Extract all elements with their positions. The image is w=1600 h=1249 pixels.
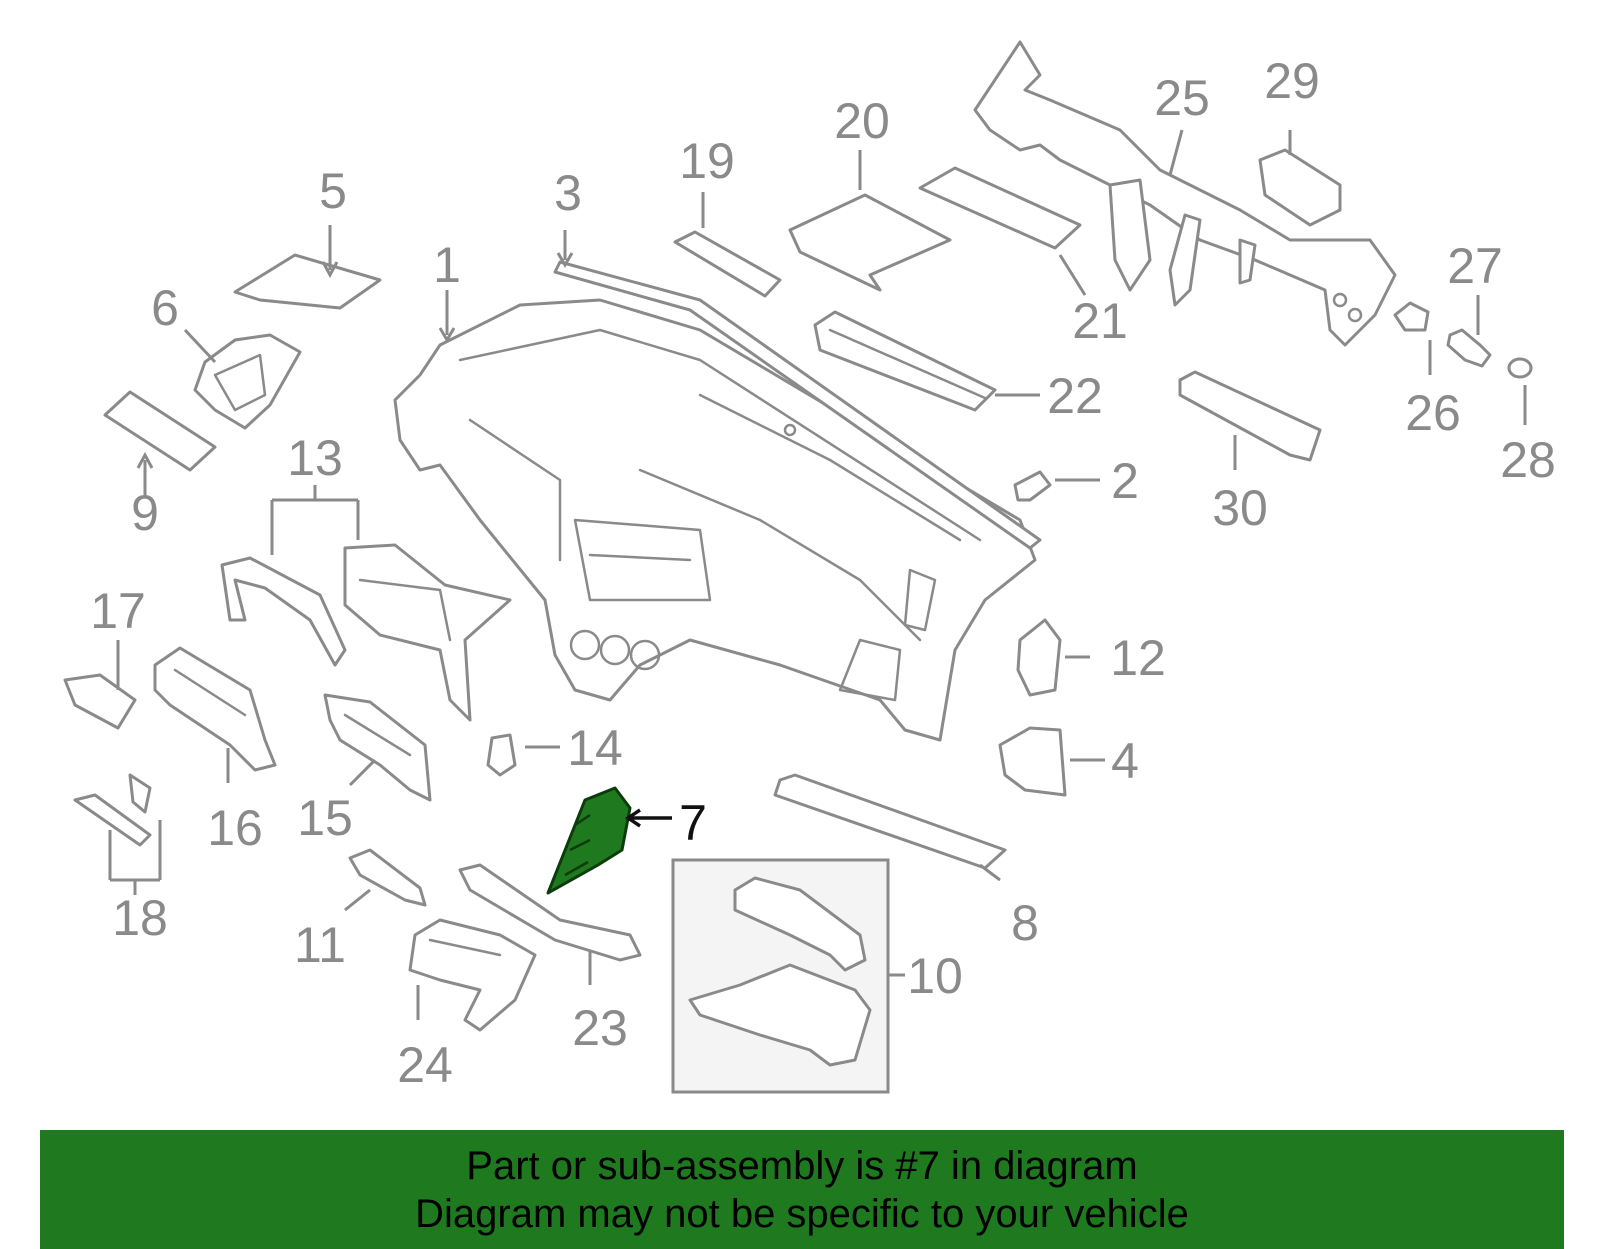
info-banner: Part or sub-assembly is #7 in diagram Di… [40,1130,1564,1249]
part-26-clip [1393,301,1430,332]
callout-20: 20 [834,93,890,149]
part-19-panel [673,230,782,298]
callout-8: 8 [1011,895,1039,951]
part-23-support-bar [458,863,642,962]
callout-28: 28 [1500,432,1556,488]
parts-diagram: 1 2 3 4 5 6 7 8 9 10 11 12 13 14 15 16 1… [63,40,1556,1094]
callout-11: 11 [294,917,346,973]
callout-labels: 1 2 3 4 5 6 7 8 9 10 11 12 13 14 15 16 1… [90,53,1556,1093]
callout-30: 30 [1212,480,1268,536]
part-14-knob [486,733,517,777]
callout-5: 5 [319,163,347,219]
banner-line-1: Part or sub-assembly is #7 in diagram [466,1143,1138,1188]
callout-1: 1 [433,237,461,293]
part-28-nut [1507,357,1533,379]
callout-19: 19 [679,133,735,189]
callout-12: 12 [1110,630,1166,686]
part-27-bolt [1446,328,1492,368]
callout-10: 10 [907,948,963,1004]
part-21-panel [918,166,1082,250]
leader-lines [108,129,1527,1020]
callout-4: 4 [1111,733,1139,789]
callout-9: 9 [131,485,159,541]
callout-3: 3 [554,165,582,221]
callout-15: 15 [297,790,353,846]
part-7-highlighted [546,786,632,895]
callout-18: 18 [112,890,168,946]
part-30-brace [1178,370,1322,462]
part-18-cover-a [73,793,152,847]
part-17-switch [63,673,137,730]
part-15-bracket [323,693,432,802]
callout-14: 14 [567,720,623,776]
callout-29: 29 [1264,53,1320,109]
callout-24: 24 [397,1037,453,1093]
callout-13: 13 [287,430,343,486]
part-1-instrument-panel [393,298,1037,742]
part-2-clip [1013,470,1052,502]
part-11-bracket [348,848,427,907]
callout-26: 26 [1405,385,1461,441]
part-9-trim [103,390,217,472]
part-4-end-cap [998,726,1067,797]
part-3-defroster-strip [553,260,1042,550]
part-13-cluster-hood [220,543,512,722]
part-16-lower-panel [153,646,277,772]
part-25-cross-car-beam [973,40,1397,347]
part-29-module [1258,148,1342,227]
callout-22: 22 [1047,368,1103,424]
part-18-cover-b [128,773,152,814]
part-8-trim-strip [773,773,1007,870]
part-5-panel [233,253,382,310]
callout-17: 17 [90,583,146,639]
part-6-side-vent [193,333,302,430]
callout-27: 27 [1447,238,1503,294]
callout-6: 6 [151,280,179,336]
callout-21: 21 [1072,293,1128,349]
part-22-vent-grille [813,310,997,412]
part-20-panel [788,193,952,292]
callout-16: 16 [207,800,263,856]
part-24-glove-box-housing [408,918,537,1032]
banner-line-2: Diagram may not be specific to your vehi… [415,1191,1189,1236]
callout-7: 7 [679,795,707,851]
callout-25: 25 [1154,70,1210,126]
part-12-side-cover [1016,618,1062,697]
callout-2: 2 [1111,453,1139,509]
part-10-glove-box-inset [671,858,890,1094]
callout-23: 23 [572,1000,628,1056]
